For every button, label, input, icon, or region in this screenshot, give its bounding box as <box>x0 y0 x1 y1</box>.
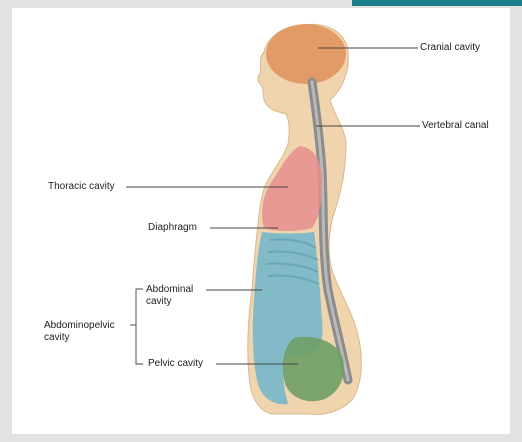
label-cranial-cavity: Cranial cavity <box>420 42 480 53</box>
label-thoracic-cavity: Thoracic cavity <box>48 181 115 192</box>
label-vertebral-canal: Vertebral canal <box>422 120 489 131</box>
label-diaphragm: Diaphragm <box>148 222 197 233</box>
cranial-cavity-region <box>266 24 346 84</box>
abdominopelvic-bracket <box>136 289 143 364</box>
label-abdominopelvic-line2: cavity <box>44 332 70 343</box>
thoracic-cavity-region <box>262 146 322 231</box>
label-pelvic-cavity: Pelvic cavity <box>148 358 203 369</box>
label-abdominopelvic-line1: Abdominopelvic <box>44 320 115 331</box>
label-abdominal-line1: Abdominal <box>146 284 193 295</box>
label-abdominal-line2: cavity <box>146 296 172 307</box>
